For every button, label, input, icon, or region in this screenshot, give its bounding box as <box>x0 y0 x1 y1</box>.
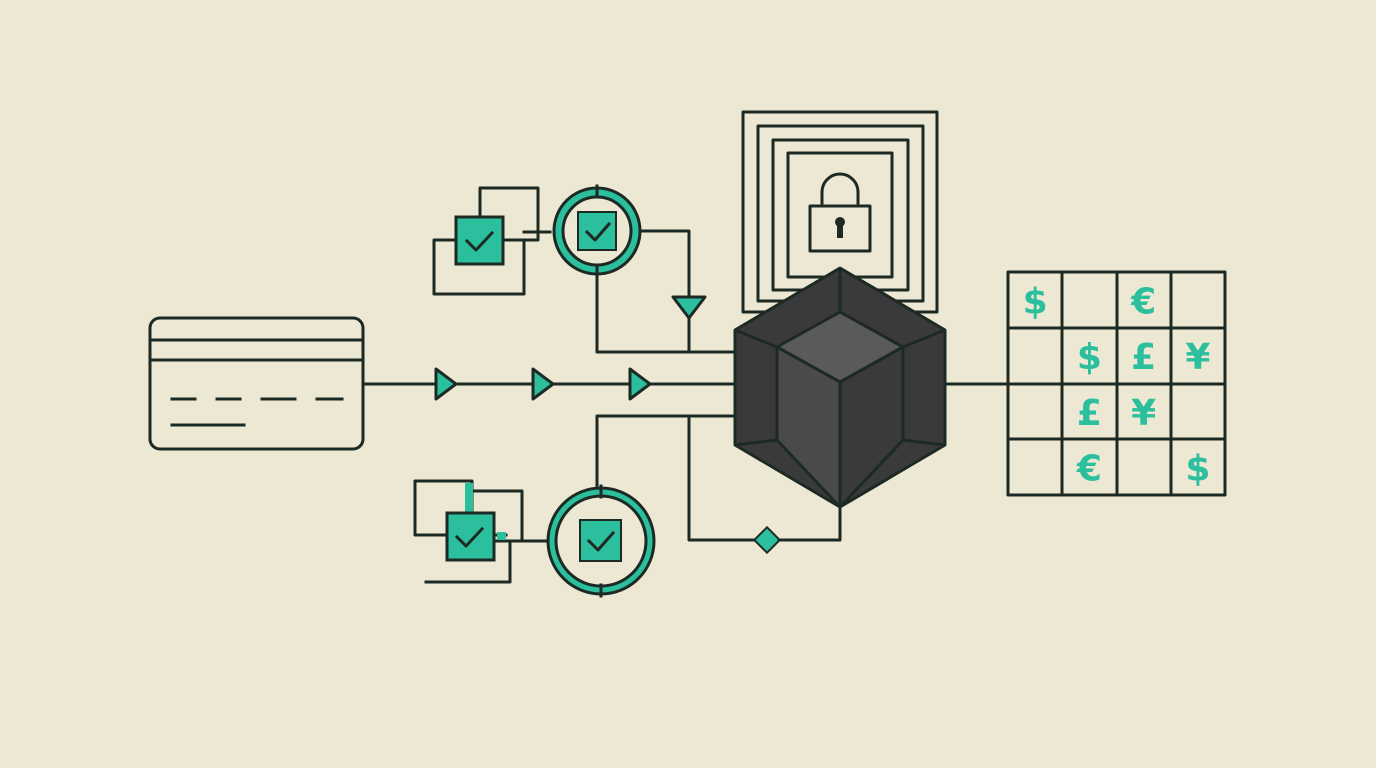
dollar-symbol: $ <box>1185 449 1210 490</box>
top-verification-cluster <box>432 184 740 354</box>
checkbox-icon <box>579 519 622 562</box>
triangle-arrow-icon <box>434 367 458 401</box>
yen-symbol: ¥ <box>1131 393 1156 434</box>
checkmark-icon <box>454 526 485 548</box>
diamond-node-icon <box>752 525 782 555</box>
triangle-arrow-icon <box>531 367 555 401</box>
triangle-arrow-icon <box>628 367 652 401</box>
pound-symbol: £ <box>1077 393 1102 434</box>
checkmark-icon <box>464 230 495 252</box>
padlock-icon <box>808 172 872 253</box>
euro-symbol: € <box>1076 449 1102 490</box>
checkmark-icon <box>584 221 612 242</box>
main-flow-line <box>361 367 740 401</box>
bottom-verification-cluster <box>413 414 842 598</box>
pound-symbol: £ <box>1131 337 1156 378</box>
checkmark-icon <box>586 530 616 552</box>
dollar-symbol: $ <box>1023 281 1048 322</box>
currency-grid: $ € $ £ ¥ £ ¥ € $ <box>1006 270 1227 497</box>
checkbox-icon <box>445 511 496 562</box>
checkbox-icon <box>577 211 617 251</box>
triangle-arrow-icon <box>671 295 707 320</box>
checkbox-icon <box>454 215 505 266</box>
credit-card-icon <box>148 316 365 451</box>
dollar-symbol: $ <box>1077 337 1102 378</box>
yen-symbol: ¥ <box>1185 337 1210 378</box>
euro-symbol: € <box>1130 281 1156 322</box>
hexagonal-cube-icon <box>733 266 947 509</box>
